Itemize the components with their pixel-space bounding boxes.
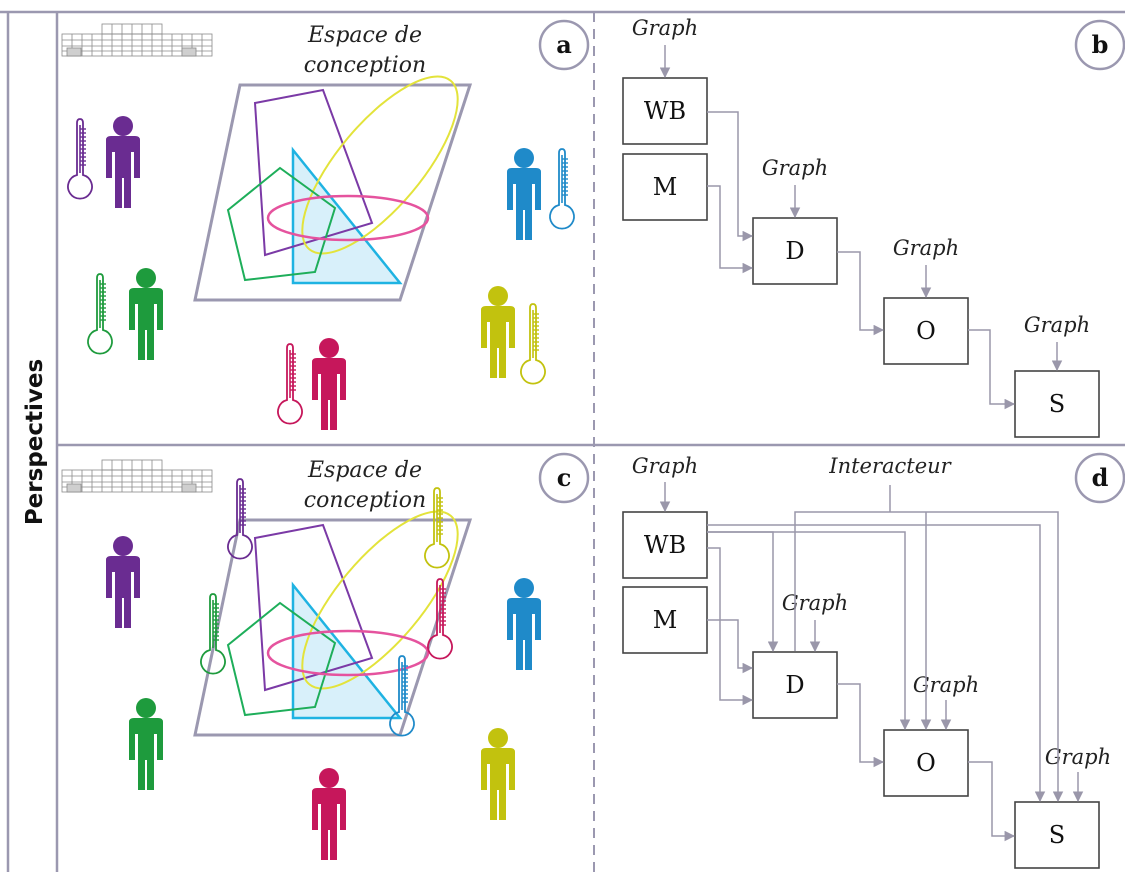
graph-label: Graph [762, 156, 828, 180]
node-wb [622, 77, 708, 145]
person-icon [481, 286, 515, 378]
building-icon [61, 23, 213, 57]
arrows [659, 482, 1084, 842]
person-icon [507, 578, 541, 670]
thermometer-icon [277, 343, 303, 425]
node-s [1014, 801, 1100, 869]
node-m-label: M [653, 173, 678, 201]
person-icon [481, 728, 515, 820]
graph-label: Graph [893, 236, 959, 260]
node-s [1014, 370, 1100, 438]
thermometer-icon [67, 118, 93, 200]
badge-d: d [1074, 452, 1125, 504]
side-label: Perspectives [22, 359, 48, 525]
person-icon [106, 116, 140, 208]
thermometer-icon [87, 273, 113, 355]
person-icon [507, 148, 541, 240]
graph-label: Graph [782, 591, 848, 615]
badge-c-label: c [557, 463, 572, 492]
panel-grid [0, 10, 1125, 872]
panel-a: Espace de conception a [61, 19, 590, 430]
node-s-label: S [1049, 821, 1065, 849]
node-wb [622, 511, 708, 579]
person-icon [129, 698, 163, 790]
space-label-line2: conception [304, 53, 426, 78]
design-space-shapes [193, 52, 485, 302]
graph-label: Graph [1045, 745, 1111, 769]
badge-b: b [1074, 19, 1125, 71]
graph-label: Graph [1024, 313, 1090, 337]
interactor-label: Interacteur [828, 454, 952, 478]
building-icon [61, 459, 213, 493]
node-d-label: D [785, 671, 804, 699]
panel-d: d WB M D O S Graph Graph Graph Graph Int… [622, 452, 1125, 869]
badge-a-label: a [556, 30, 572, 59]
thermometer-icon [424, 487, 450, 569]
node-wb-label: WB [644, 531, 686, 559]
graph-label: Graph [632, 16, 698, 40]
node-o-label: O [916, 317, 936, 345]
badge-d-label: d [1092, 463, 1109, 492]
node-o [883, 729, 969, 797]
thermometer-icon [549, 148, 575, 230]
badge-b-label: b [1092, 30, 1109, 59]
person-icon [312, 338, 346, 430]
node-d [752, 217, 838, 285]
person-icon [312, 768, 346, 860]
arrows [659, 45, 1063, 410]
node-s-label: S [1049, 390, 1065, 418]
node-o-label: O [916, 749, 936, 777]
node-m-label: M [653, 606, 678, 634]
graph-label: Graph [632, 454, 698, 478]
person-icon [129, 268, 163, 360]
space-label-line1: Espace de [307, 23, 422, 48]
badge-a: a [538, 19, 590, 71]
node-o [883, 297, 969, 365]
panel-b: b WB M D O S Graph Graph Graph Graph [622, 16, 1125, 438]
node-m [622, 153, 708, 221]
node-d-label: D [785, 237, 804, 265]
node-wb-label: WB [644, 97, 686, 125]
node-d [752, 651, 838, 719]
graph-label: Graph [913, 673, 979, 697]
person-icon [106, 536, 140, 628]
thermometer-icon [520, 303, 546, 385]
panel-c: Espace de conception c [61, 452, 590, 860]
badge-c: c [538, 452, 590, 504]
space-label-line2: conception [304, 488, 426, 513]
space-label-line1: Espace de [307, 458, 422, 483]
